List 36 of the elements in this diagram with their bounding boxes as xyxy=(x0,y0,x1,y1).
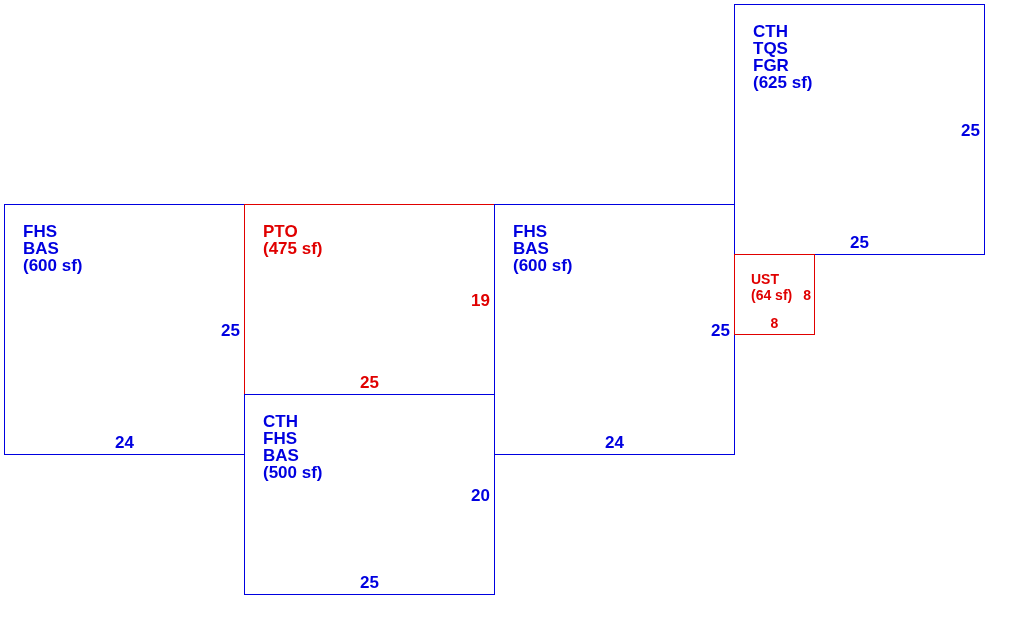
room-label: (600 sf) xyxy=(513,257,573,274)
dimension-label: 24 xyxy=(115,434,134,451)
room-outline xyxy=(494,204,735,455)
dimension-label: 8 xyxy=(803,286,811,303)
room-outline xyxy=(244,204,495,395)
room-label: (64 sf) xyxy=(751,287,793,303)
dimension-label: 25 xyxy=(961,121,980,138)
dimension-label: 25 xyxy=(221,321,240,338)
room-label: FGR xyxy=(753,57,790,74)
room-label: BAS xyxy=(23,240,60,257)
room-outline xyxy=(4,204,245,455)
dimension-label: 8 xyxy=(770,315,779,331)
dimension-label: 19 xyxy=(471,291,490,308)
room-label: (500 sf) xyxy=(263,464,323,481)
room-label: FHS xyxy=(263,430,298,447)
room-label: (600 sf) xyxy=(23,257,83,274)
room-label: CTH xyxy=(263,413,299,430)
room-label: BAS xyxy=(263,447,300,464)
room-label: FHS xyxy=(513,223,548,240)
room-label: BAS xyxy=(513,240,550,257)
room-outline xyxy=(734,254,815,335)
room-label: PTO xyxy=(263,223,299,240)
dimension-label: 25 xyxy=(360,374,379,391)
dimension-label: 25 xyxy=(711,321,730,338)
dimension-label: 25 xyxy=(360,574,379,591)
room-outline xyxy=(734,4,985,255)
dimension-label: 24 xyxy=(605,434,624,451)
room-label: (475 sf) xyxy=(263,240,323,257)
room-label: UST xyxy=(751,271,780,287)
room-label: (625 sf) xyxy=(753,74,813,91)
room-label: FHS xyxy=(23,223,58,240)
room-label: CTH xyxy=(753,23,789,40)
room-label: TQS xyxy=(753,40,789,57)
dimension-label: 25 xyxy=(850,234,869,251)
dimension-label: 20 xyxy=(471,486,490,503)
room-outline xyxy=(244,394,495,595)
